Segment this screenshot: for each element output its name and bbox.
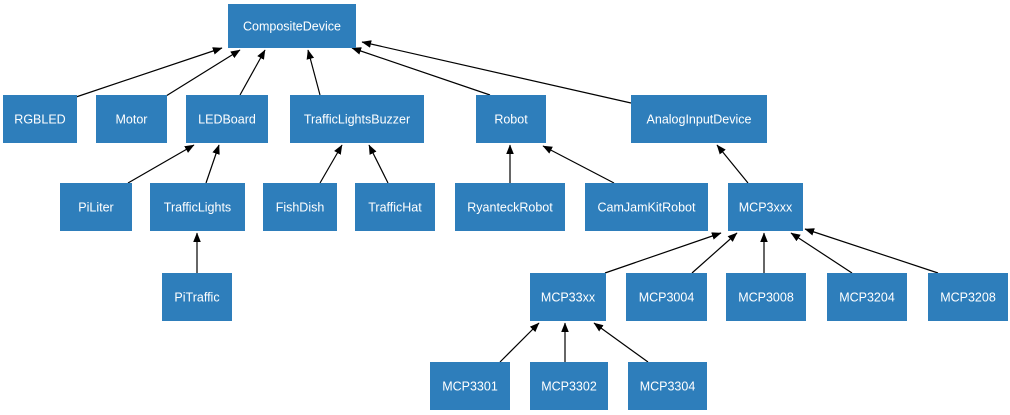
node-box-ledboard[interactable] bbox=[186, 95, 268, 143]
class-node-mcp3004[interactable]: MCP3004 bbox=[626, 273, 707, 321]
inheritance-edge-rgbled-to-compositedevice bbox=[75, 47, 223, 98]
class-node-ledboard[interactable]: LEDBoard bbox=[186, 95, 268, 143]
class-node-fishdish[interactable]: FishDish bbox=[263, 183, 337, 231]
inheritance-edge-motor-to-compositedevice bbox=[165, 49, 241, 97]
class-node-ryanteckrobot[interactable]: RyanteckRobot bbox=[455, 183, 565, 231]
node-box-compositedevice[interactable] bbox=[228, 4, 356, 48]
class-node-rgbled[interactable]: RGBLED bbox=[3, 95, 77, 143]
node-box-mcp33xx[interactable] bbox=[530, 273, 606, 321]
class-node-mcp3008[interactable]: MCP3008 bbox=[726, 273, 806, 321]
class-node-mcp3204[interactable]: MCP3204 bbox=[827, 273, 907, 321]
node-box-mcp3208[interactable] bbox=[928, 273, 1008, 321]
node-box-mcp3304[interactable] bbox=[628, 362, 707, 410]
node-box-mcp3008[interactable] bbox=[726, 273, 806, 321]
inheritance-edge-analoginputdevice-to-compositedevice bbox=[361, 40, 632, 104]
class-node-mcp3301[interactable]: MCP3301 bbox=[430, 362, 510, 410]
inheritance-edge-trafficlightsbuzzer-to-compositedevice bbox=[306, 49, 321, 96]
node-box-trafficlights[interactable] bbox=[150, 183, 245, 231]
node-box-camjamkitrobot[interactable] bbox=[585, 183, 708, 231]
inheritance-edge-camjamkitrobot-to-robot bbox=[542, 145, 615, 184]
edge-layer bbox=[75, 40, 939, 363]
node-box-fishdish[interactable] bbox=[263, 183, 337, 231]
inheritance-edge-mcp33xx-to-mcp3xxx bbox=[604, 232, 722, 274]
class-node-camjamkitrobot[interactable]: CamJamKitRobot bbox=[585, 183, 708, 231]
node-box-robot[interactable] bbox=[476, 95, 546, 143]
node-box-mcp3301[interactable] bbox=[430, 362, 510, 410]
node-box-traffichat[interactable] bbox=[355, 183, 435, 231]
node-box-analoginputdevice[interactable] bbox=[631, 95, 767, 143]
class-node-traffichat[interactable]: TrafficHat bbox=[355, 183, 435, 231]
node-box-piliter[interactable] bbox=[60, 183, 132, 231]
inheritance-edge-mcp3xxx-to-analoginputdevice bbox=[716, 144, 749, 184]
node-box-mcp3xxx[interactable] bbox=[728, 183, 803, 231]
class-node-mcp3xxx[interactable]: MCP3xxx bbox=[728, 183, 803, 231]
node-box-mcp3204[interactable] bbox=[827, 273, 907, 321]
class-node-piliter[interactable]: PiLiter bbox=[60, 183, 132, 231]
node-box-rgbled[interactable] bbox=[3, 95, 77, 143]
node-box-pitraffic[interactable] bbox=[162, 273, 232, 321]
class-node-trafficlights[interactable]: TrafficLights bbox=[150, 183, 245, 231]
inheritance-edge-trafficlights-to-ledboard bbox=[205, 144, 220, 184]
class-node-mcp3208[interactable]: MCP3208 bbox=[928, 273, 1008, 321]
class-node-mcp3304[interactable]: MCP3304 bbox=[628, 362, 707, 410]
inheritance-edge-ledboard-to-compositedevice bbox=[239, 49, 266, 96]
class-node-compositedevice[interactable]: CompositeDevice bbox=[228, 4, 356, 48]
inheritance-edge-robot-to-compositedevice bbox=[351, 47, 491, 96]
inheritance-edge-mcp3204-to-mcp3xxx bbox=[790, 232, 853, 274]
inheritance-edge-mcp3004-to-mcp3xxx bbox=[691, 232, 738, 274]
class-node-mcp3302[interactable]: MCP3302 bbox=[530, 362, 608, 410]
class-node-pitraffic[interactable]: PiTraffic bbox=[162, 273, 232, 321]
class-node-trafficlightsbuzzer[interactable]: TrafficLightsBuzzer bbox=[290, 95, 424, 143]
node-box-trafficlightsbuzzer[interactable] bbox=[290, 95, 424, 143]
class-node-analoginputdevice[interactable]: AnalogInputDevice bbox=[631, 95, 767, 143]
inheritance-edge-mcp3208-to-mcp3xxx bbox=[804, 228, 939, 274]
node-box-mcp3302[interactable] bbox=[530, 362, 608, 410]
class-node-robot[interactable]: Robot bbox=[476, 95, 546, 143]
node-box-ryanteckrobot[interactable] bbox=[455, 183, 565, 231]
class-node-motor[interactable]: Motor bbox=[96, 95, 167, 143]
node-box-motor[interactable] bbox=[96, 95, 167, 143]
inheritance-edge-mcp3301-to-mcp33xx bbox=[499, 322, 540, 363]
inheritance-edge-piliter-to-ledboard bbox=[127, 144, 195, 184]
class-node-mcp33xx[interactable]: MCP33xx bbox=[530, 273, 606, 321]
inheritance-edge-fishdish-to-trafficlightsbuzzer bbox=[319, 144, 343, 184]
inheritance-edge-traffichat-to-trafficlightsbuzzer bbox=[368, 144, 389, 184]
node-box-mcp3004[interactable] bbox=[626, 273, 707, 321]
inheritance-edge-mcp3304-to-mcp33xx bbox=[593, 322, 649, 363]
